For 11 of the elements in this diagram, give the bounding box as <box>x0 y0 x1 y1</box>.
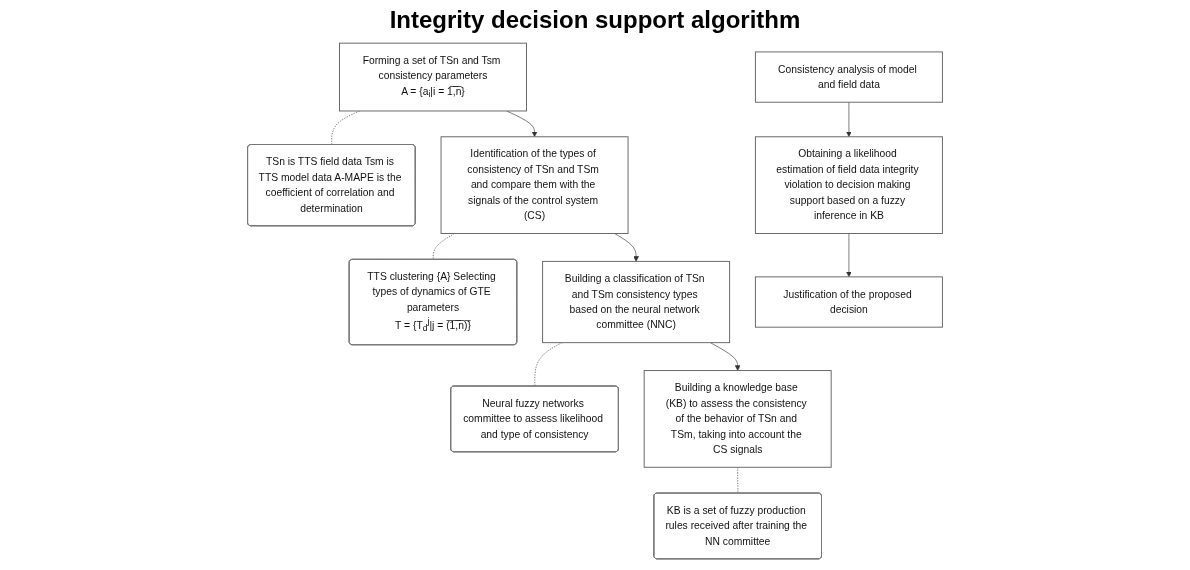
node-box: Building a knowledge base (KB) to assess the consistency of the behavior of TSn and TSm, taking into account the CS signals <box>643 370 832 468</box>
node-box: Obtaining a likelihood estimation of field data integrity violation to decision making support based on a fuzzy inference in KB <box>754 136 943 234</box>
node-box: Identification of the types of consistency of TSn and TSm and compare them with the signals of the control system (CS) <box>440 136 629 234</box>
connector <box>432 233 455 260</box>
diagram-title: Integrity decision support algorithm <box>389 6 801 34</box>
connector <box>534 342 563 387</box>
node-box: Consistency analysis of model and field data <box>754 51 943 103</box>
node-box: Building a classification of TSn and TSm consistency types based on the neural network committee (NNC) <box>542 260 731 344</box>
node-box: Justification of the proposed decision <box>754 276 943 328</box>
node-box: Forming a set of TSn and Tsm consistency parameters A = {a$_{i}$|i = 1̅,̅n̅} <box>339 42 527 112</box>
connector <box>737 466 739 494</box>
